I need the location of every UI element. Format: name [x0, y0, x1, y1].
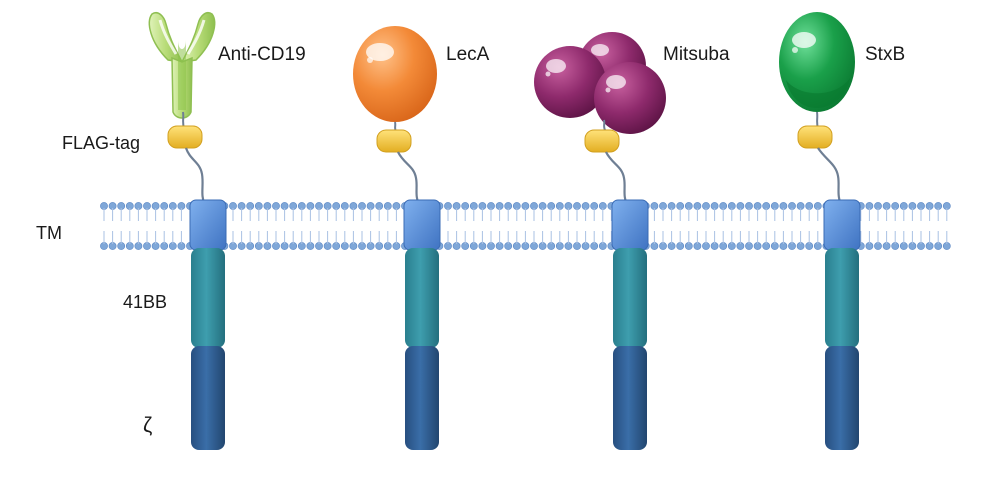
41bb-domain-leca — [405, 248, 439, 348]
41bb-domain-anti-cd19 — [191, 248, 225, 348]
tm-domain-mitsuba — [611, 199, 649, 251]
construct-mitsuba — [534, 32, 666, 450]
construct-label-mitsuba: Mitsuba — [663, 44, 730, 65]
linker-stxb-b — [817, 147, 843, 207]
linker-mitsuba-a — [603, 119, 606, 131]
car-constructs — [148, 12, 861, 450]
construct-label-anti-cd19: Anti-CD19 — [218, 44, 306, 65]
flag-tag-stxb — [797, 125, 833, 149]
construct-label-leca: LecA — [446, 44, 490, 65]
row-label-zeta: ζ — [143, 414, 153, 437]
leca-lectin-icon — [353, 26, 437, 122]
tm-domain-stxb — [823, 199, 861, 251]
tm-domain-leca — [403, 199, 441, 251]
lipid-bilayer-membrane — [100, 202, 951, 250]
linker-anti-cd19-b — [184, 147, 207, 207]
linker-mitsuba-b — [605, 151, 629, 207]
stxb-lectin-icon — [779, 12, 855, 112]
flag-tag-mitsuba — [584, 129, 620, 153]
zeta-domain-anti-cd19 — [191, 346, 225, 450]
zeta-domain-leca — [405, 346, 439, 450]
41bb-domain-stxb — [825, 248, 859, 348]
construct-stxb — [779, 12, 861, 450]
construct-anti-cd19 — [148, 12, 227, 450]
row-label-flag-tag: FLAG-tag — [62, 133, 141, 153]
zeta-domain-stxb — [825, 346, 859, 450]
flag-tag-anti-cd19 — [167, 125, 203, 149]
construct-label-stxb: StxB — [865, 44, 906, 65]
flag-tag-leca — [376, 129, 412, 153]
zeta-domain-mitsuba — [613, 346, 647, 450]
antibody-icon — [148, 12, 216, 119]
row-label-tm: TM — [36, 223, 62, 243]
41bb-domain-mitsuba — [613, 248, 647, 348]
tm-domain-anti-cd19 — [189, 199, 227, 251]
mitsuba-trimer-icon — [534, 32, 666, 134]
construct-leca — [353, 26, 441, 450]
membrane-lipid-tails — [103, 208, 948, 244]
linker-leca-b — [397, 151, 421, 207]
row-label-41bb: 41BB — [123, 292, 168, 312]
